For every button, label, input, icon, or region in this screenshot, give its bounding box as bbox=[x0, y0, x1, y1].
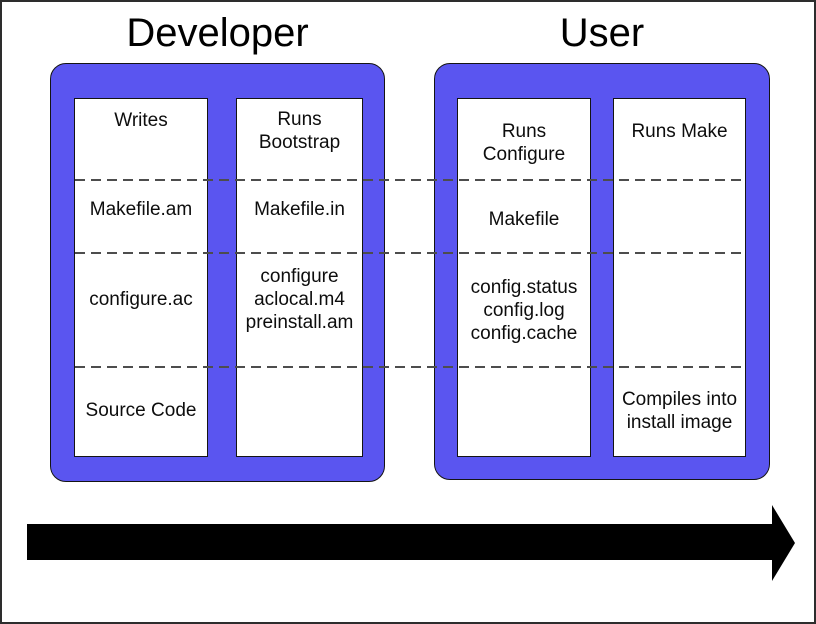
cell-makefile-am: Makefile.am bbox=[89, 199, 193, 220]
flow-arrow-head-icon bbox=[772, 505, 795, 581]
cell-runs-bootstrap: Runs Bootstrap bbox=[258, 109, 341, 153]
cell-configure-ac: configure.ac bbox=[89, 289, 193, 310]
cell-runs-configure: Runs Configure bbox=[482, 121, 566, 165]
cell-runs-make: Runs Make bbox=[631, 121, 728, 142]
developer-bootstrap-column bbox=[236, 98, 363, 457]
cell-makefile: Makefile bbox=[488, 209, 560, 230]
row-separator-1 bbox=[75, 179, 744, 181]
user-configure-column bbox=[457, 98, 591, 457]
cell-config-outputs: config.status config.log config.cache bbox=[470, 277, 578, 344]
cell-writes: Writes bbox=[114, 110, 168, 131]
cell-compiles-install-image: Compiles into install image bbox=[621, 389, 738, 433]
row-separator-2 bbox=[75, 252, 744, 254]
cell-configure-aclocal-preinstall: configure aclocal.m4 preinstall.am bbox=[245, 266, 354, 333]
flow-arrow-shaft bbox=[27, 524, 772, 560]
cell-makefile-in: Makefile.in bbox=[254, 199, 345, 220]
row-separator-3 bbox=[75, 366, 744, 368]
developer-section-title: Developer bbox=[126, 11, 309, 55]
cell-source-code: Source Code bbox=[85, 400, 197, 421]
user-section-title: User bbox=[559, 11, 645, 55]
user-make-column bbox=[613, 98, 746, 457]
developer-writes-column bbox=[74, 98, 208, 457]
